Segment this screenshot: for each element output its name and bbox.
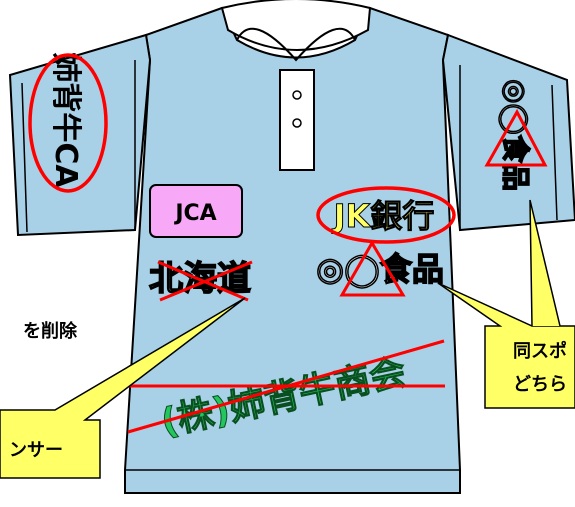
collar [220,0,372,51]
right-callout-line2: どちら [513,374,567,395]
jk-bank-circle [316,186,456,244]
jca-text: JCA [173,201,216,226]
hokkaido-cross-2 [159,260,253,302]
left-callout-text: ンサー [9,440,63,461]
left-sleeve [8,33,152,237]
right-sleeve-triangle [484,108,548,167]
left-callout [0,297,246,479]
button-1 [292,90,302,100]
food-front-triangle [339,240,406,297]
placket [279,69,315,171]
left-note: を削除 [23,320,78,342]
right-sleeve [441,33,575,232]
right-callout-line1: 同スポ [513,340,567,362]
left-sleeve-text: 姉背牛CA [48,52,83,188]
jca-badge [149,184,243,238]
jk-bank-text: JK銀行 [332,197,435,235]
left-sleeve-circle [28,53,108,193]
shirt-body [124,6,461,494]
button-2 [292,118,302,128]
